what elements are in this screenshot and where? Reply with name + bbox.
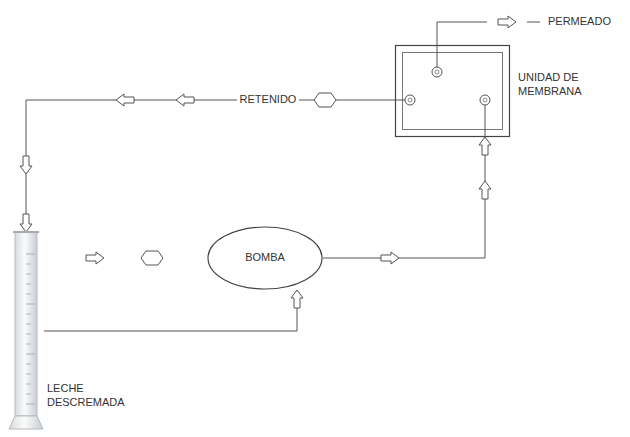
flow-arrow xyxy=(116,94,134,106)
flow-arrow xyxy=(86,252,104,264)
milk-cylinder: LECHE DESCREMADA xyxy=(8,232,44,430)
flow-arrow xyxy=(498,16,516,28)
node-label: LECHE DESCREMADA xyxy=(47,382,129,410)
node-label: BOMBA xyxy=(207,251,323,265)
stream-label: RETENIDO xyxy=(237,93,300,106)
flow-arrow xyxy=(176,94,194,106)
membrane-unit-outline xyxy=(395,45,510,137)
valve-symbol xyxy=(314,93,336,107)
node-label: UNIDAD DE MEMBRANA xyxy=(518,71,610,99)
flow-arrow xyxy=(20,156,32,174)
valve-symbol xyxy=(141,251,163,265)
flow-connector xyxy=(323,137,485,258)
flow-connector xyxy=(26,100,395,232)
milk-cylinder-outline xyxy=(8,232,44,430)
permeate-line xyxy=(527,22,540,23)
permeate-line xyxy=(437,22,487,45)
stream-label: PERMEADO xyxy=(548,15,611,28)
flow-connector xyxy=(44,290,297,331)
pump-ellipse: BOMBA xyxy=(207,226,323,290)
membrane-unit: UNIDAD DE MEMBRANA xyxy=(395,45,510,137)
flow-arrow xyxy=(479,181,491,199)
flow-arrow xyxy=(381,252,399,264)
